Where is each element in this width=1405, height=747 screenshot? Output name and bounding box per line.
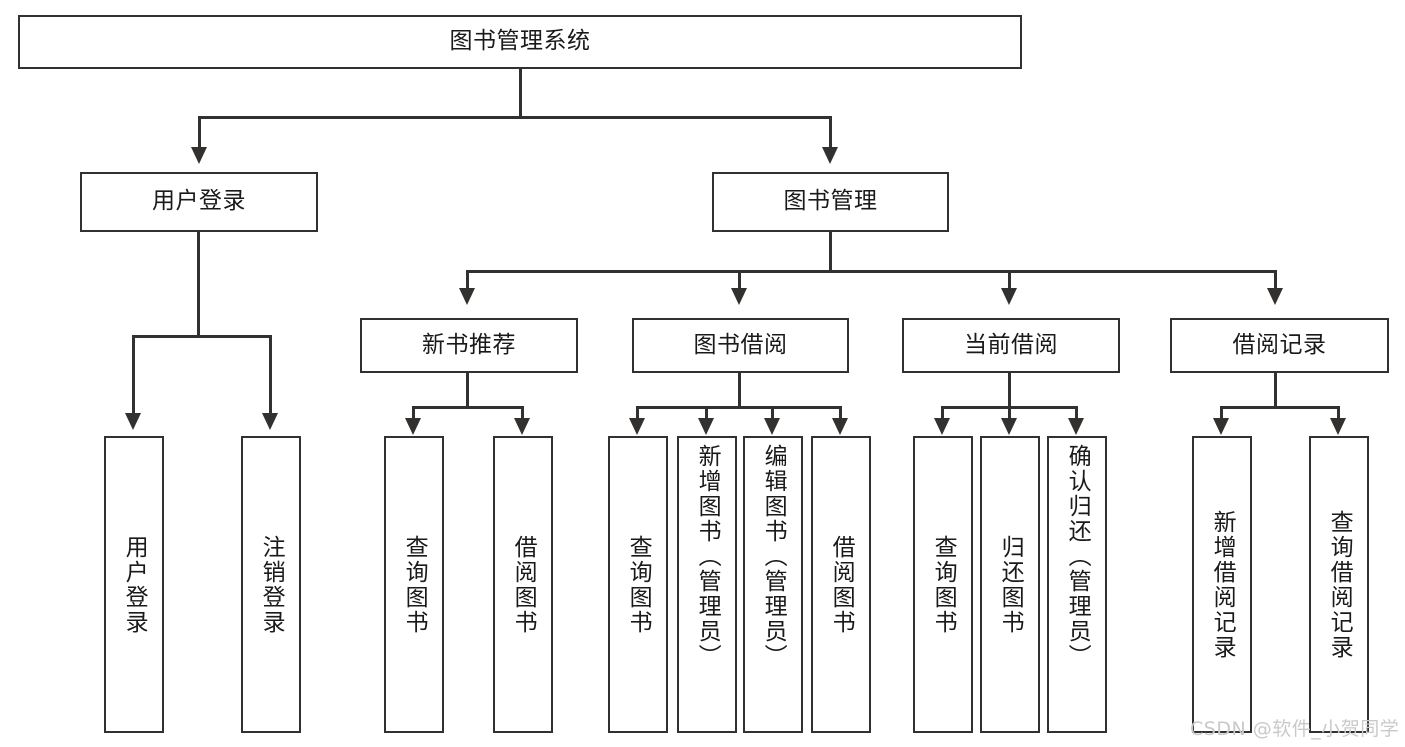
- connector-root-stem: [519, 69, 522, 118]
- arrow-bb-to-leaf-3: [764, 418, 780, 435]
- node-root-book-management-system[interactable]: 图书管理系统: [18, 15, 1022, 69]
- leaf-new-book-borrow-book[interactable]: 借阅图书: [493, 436, 553, 733]
- node-label: 查询图书: [401, 534, 428, 635]
- arrow-user-login-to-leaf-1: [125, 413, 141, 430]
- connector-bb-to-leaf-1: [636, 406, 639, 420]
- arrow-bm-to-new-book: [459, 288, 475, 305]
- connector-root-bar: [198, 116, 831, 119]
- arrow-br-to-leaf-1: [1213, 418, 1229, 435]
- node-label: 注销登录: [258, 534, 285, 635]
- node-label: 图书管理: [783, 188, 878, 215]
- node-label: 查询图书: [625, 534, 652, 635]
- leaf-current-borrow-return-book[interactable]: 归还图书: [980, 436, 1040, 733]
- leaf-borrow-record-query-record[interactable]: 查询借阅记录: [1309, 436, 1369, 733]
- connector-new-book-to-leaf-1: [412, 406, 415, 420]
- arrow-bm-to-borrow-record: [1267, 288, 1283, 305]
- node-label: 查询图书: [930, 534, 957, 635]
- connector-bb-to-leaf-3: [771, 406, 774, 420]
- arrow-br-to-leaf-2: [1330, 418, 1346, 435]
- node-book-management[interactable]: 图书管理: [712, 172, 949, 232]
- leaf-current-borrow-query-book[interactable]: 查询图书: [913, 436, 973, 733]
- connector-user-login-bar: [132, 335, 271, 338]
- leaf-user-login-logout[interactable]: 注销登录: [241, 436, 301, 733]
- connector-user-login-stem: [197, 232, 200, 337]
- arrow-bb-to-leaf-2: [698, 418, 714, 435]
- leaf-book-borrow-add-book-admin[interactable]: 新增图书（管理员）: [677, 436, 737, 733]
- connector-cb-to-leaf-3: [1075, 406, 1078, 420]
- leaf-current-borrow-confirm-return-admin[interactable]: 确认归还（管理员）: [1047, 436, 1107, 733]
- node-label: 借阅记录: [1232, 331, 1327, 358]
- node-label: 借阅图书: [828, 534, 855, 635]
- connector-bm-to-borrow-record: [1274, 270, 1277, 290]
- node-label: 编辑图书（管理员）: [760, 444, 787, 669]
- connector-new-book-to-leaf-2: [521, 406, 524, 420]
- node-label: 用户登录: [152, 188, 246, 215]
- node-label: 确认归还（管理员）: [1064, 444, 1091, 669]
- leaf-user-login-login[interactable]: 用户登录: [104, 436, 164, 733]
- node-label: 借阅图书: [510, 534, 537, 635]
- node-label: 新书推荐: [422, 331, 516, 358]
- arrow-user-login-to-leaf-2: [262, 413, 278, 430]
- arrow-bm-to-current-borrow: [1001, 288, 1017, 305]
- arrow-cb-to-leaf-2: [1001, 418, 1017, 435]
- connector-root-to-user-login: [198, 116, 201, 149]
- connector-new-book-bar: [412, 406, 524, 409]
- connector-book-borrow-stem: [738, 373, 741, 408]
- node-current-borrow[interactable]: 当前借阅: [902, 318, 1120, 373]
- connector-cb-to-leaf-2: [1008, 406, 1011, 420]
- connector-br-to-leaf-1: [1220, 406, 1223, 420]
- leaf-book-borrow-edit-book-admin[interactable]: 编辑图书（管理员）: [743, 436, 803, 733]
- node-book-borrow[interactable]: 图书借阅: [632, 318, 849, 373]
- leaf-new-book-query-book[interactable]: 查询图书: [384, 436, 444, 733]
- node-user-login[interactable]: 用户登录: [80, 172, 318, 232]
- arrow-new-book-to-leaf-1: [405, 418, 421, 435]
- connector-user-login-to-leaf-2: [269, 335, 272, 415]
- connector-cb-to-leaf-1: [941, 406, 944, 420]
- node-label: 归还图书: [997, 534, 1024, 635]
- node-label: 新增借阅记录: [1209, 509, 1236, 660]
- connector-borrow-record-stem: [1274, 373, 1277, 408]
- leaf-book-borrow-query-book[interactable]: 查询图书: [608, 436, 668, 733]
- connector-current-borrow-stem: [1008, 373, 1011, 408]
- arrow-root-to-user-login: [191, 147, 207, 164]
- connector-root-to-book-management: [829, 116, 832, 149]
- connector-br-to-leaf-2: [1337, 406, 1340, 420]
- arrow-bb-to-leaf-4: [832, 418, 848, 435]
- connector-book-management-bar: [466, 270, 1277, 273]
- connector-bb-to-leaf-2: [705, 406, 708, 420]
- node-label: 图书管理系统: [449, 28, 591, 55]
- node-label: 用户登录: [121, 534, 148, 635]
- leaf-borrow-record-add-record[interactable]: 新增借阅记录: [1192, 436, 1252, 733]
- connector-book-borrow-bar: [636, 406, 842, 409]
- connector-bb-to-leaf-4: [839, 406, 842, 420]
- node-label: 图书借阅: [693, 331, 788, 358]
- leaf-book-borrow-borrow-book[interactable]: 借阅图书: [811, 436, 871, 733]
- node-label: 查询借阅记录: [1326, 509, 1353, 660]
- connector-new-book-stem: [466, 373, 469, 408]
- connector-book-management-stem: [829, 232, 832, 272]
- arrow-cb-to-leaf-3: [1068, 418, 1084, 435]
- connector-borrow-record-bar: [1220, 406, 1340, 409]
- arrow-new-book-to-leaf-2: [514, 418, 530, 435]
- node-borrow-record[interactable]: 借阅记录: [1170, 318, 1389, 373]
- arrow-root-to-book-management: [822, 147, 838, 164]
- connector-bm-to-new-book: [466, 270, 469, 290]
- connector-bm-to-current-borrow: [1008, 270, 1011, 290]
- connector-user-login-to-leaf-1: [132, 335, 135, 415]
- node-label: 新增图书（管理员）: [694, 444, 721, 669]
- arrow-cb-to-leaf-1: [934, 418, 950, 435]
- node-label: 当前借阅: [964, 331, 1058, 358]
- node-new-book-recommend[interactable]: 新书推荐: [360, 318, 578, 373]
- arrow-bb-to-leaf-1: [629, 418, 645, 435]
- arrow-bm-to-book-borrow: [731, 288, 747, 305]
- connector-bm-to-book-borrow: [738, 270, 741, 290]
